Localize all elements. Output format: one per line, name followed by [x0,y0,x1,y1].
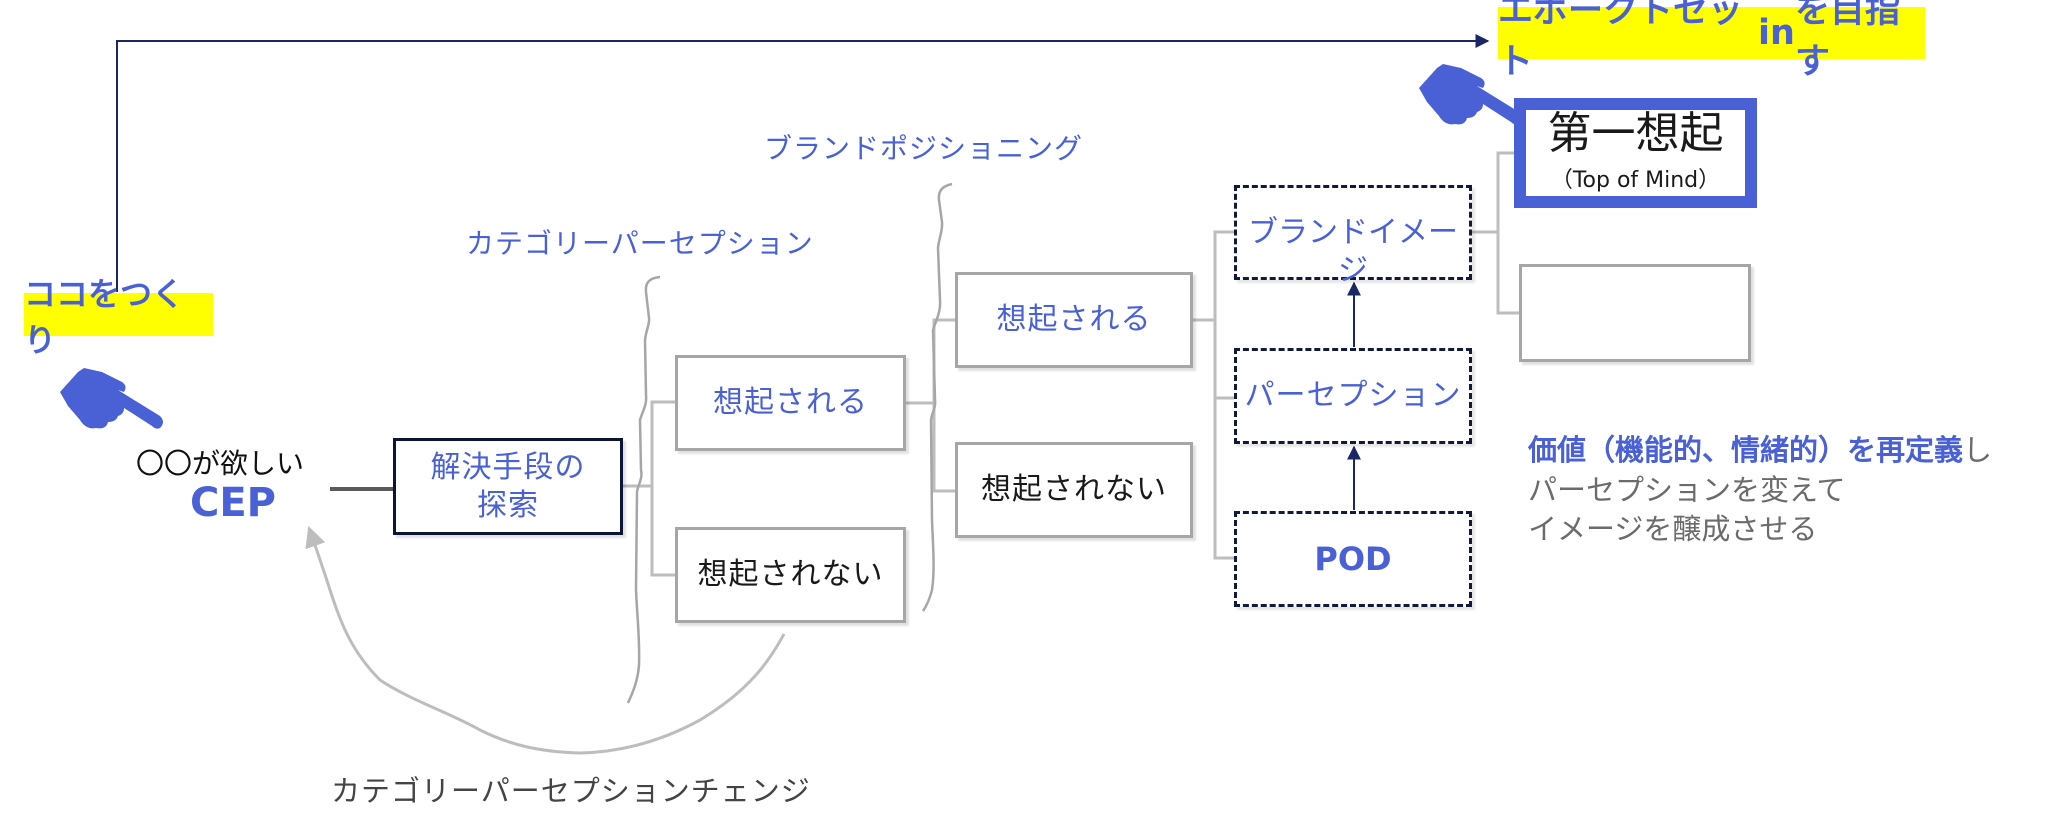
pointing-hand-icon [60,368,163,429]
cep-label: CEP [190,480,276,526]
start-callout: ココをつくり [24,275,213,359]
value-redefinition-note: 価値（機能的、情緒的）を再定義し パーセプションを変えて イメージを醸成させる [1528,432,1992,547]
level4-connector [1193,230,1234,560]
goal-callout-prefix: エボークトセット [1498,0,1744,82]
note-line1-tail: し [1963,433,1993,467]
level3-not-recalled-node: 想起されない [955,442,1193,538]
pointing-hand-icon [1419,64,1522,125]
perception-node: パーセプション [1234,348,1472,444]
goal-callout-suffix: を目指す [1794,0,1900,82]
start-callout-text: ココをつくり [24,274,185,359]
top-of-mind-title: 第一想起 [1547,108,1724,159]
top-of-mind-subtitle: （Top of Mind） [1550,168,1721,193]
brand-image-text: ブランドイメージ [1248,215,1458,288]
level5-connector [1472,151,1519,315]
search-node-line1: 解決手段の [430,450,586,485]
brand-positioning-label: ブランドポジショニング [764,132,1084,165]
pod-text: POD [1314,540,1392,578]
category-perception-change-arrow [305,526,786,755]
note-line3: イメージを醸成させる [1528,511,1818,546]
category-perception-label: カテゴリーパーセプション [466,227,814,260]
search-node-line2: 探索 [477,487,539,523]
level3-not-recalled-text: 想起されない [981,472,1167,508]
level3-recalled-text: 想起される [996,302,1152,338]
category-perception-brace [626,275,661,704]
perception-text: パーセプション [1244,378,1462,414]
goal-callout-in: in [1758,13,1795,53]
top-of-mind-node: 第一想起 （Top of Mind） [1514,98,1757,208]
level3-recalled-node: 想起される [955,272,1193,368]
level2-not-recalled-text: 想起されない [697,557,884,593]
level2-recalled-node: 想起される [675,355,906,451]
level2-recalled-text: 想起される [713,385,868,421]
brand-image-node: ブランドイメージ [1234,185,1472,288]
category-perception-change-label: カテゴリーパーセプションチェンジ [331,774,811,808]
cep-want-text: 〇〇が欲しい [136,447,305,480]
goal-arrow [116,34,1490,292]
brand-positioning-brace [921,182,953,612]
level2-connector [623,400,675,577]
note-line1-emphasis: 価値（機能的、情緒的）を再定義 [1528,433,1964,467]
level2-not-recalled-node: 想起されない [675,527,906,623]
empty-node [1519,264,1751,362]
search-node: 解決手段の 探索 [393,438,623,535]
pod-node: POD [1234,511,1472,607]
note-line2: パーセプションを変えて [1528,473,1846,508]
